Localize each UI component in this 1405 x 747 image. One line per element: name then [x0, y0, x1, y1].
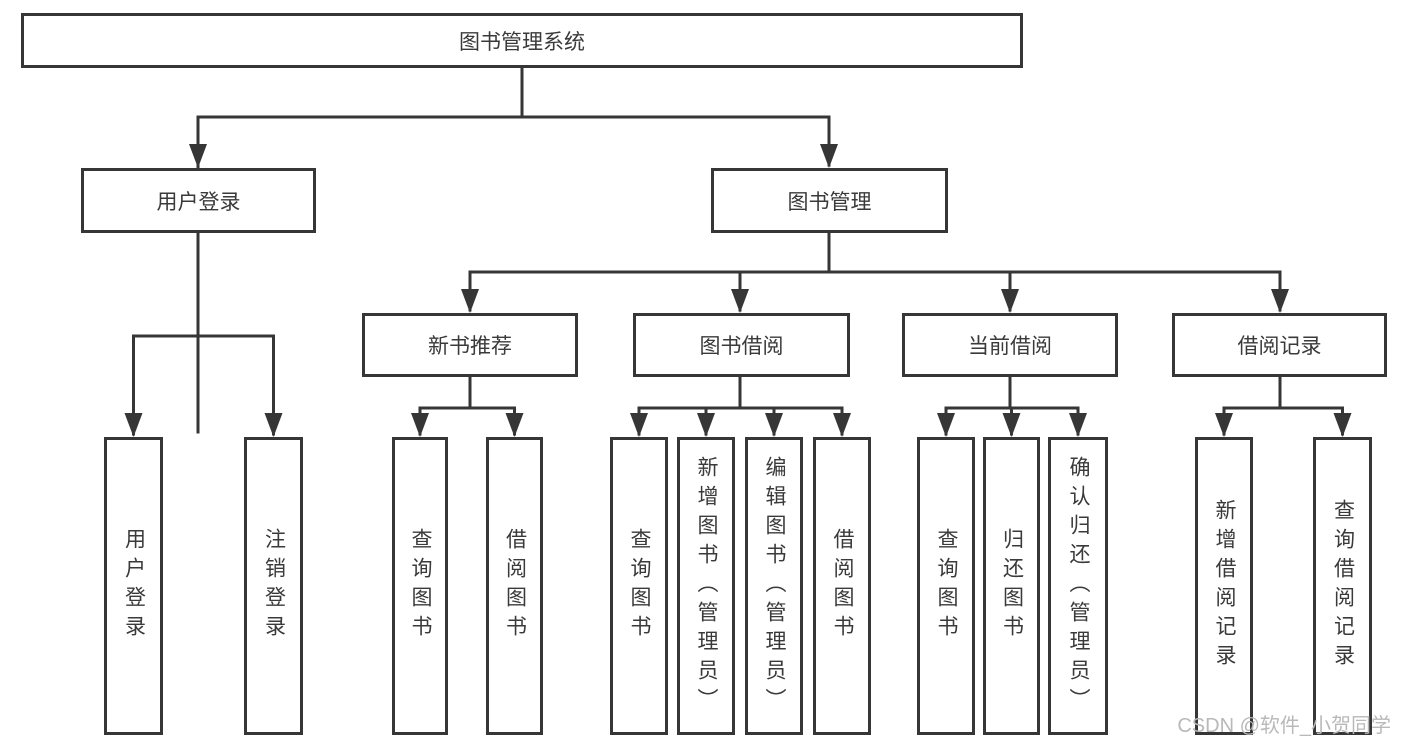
node-book-borrowing-label: 图书借阅	[699, 335, 784, 358]
arrowhead	[264, 413, 283, 437]
node-leaf-edit-book-admin: 编辑图书（管理员）	[745, 437, 803, 735]
node-borrowing-records-label: 借阅记录	[1237, 335, 1322, 358]
arrowhead	[820, 144, 838, 168]
node-borrowing-records: 借阅记录	[1172, 313, 1387, 377]
arrowhead	[765, 413, 783, 437]
connector-user-login-to-leaves	[132, 231, 275, 436]
node-leaf-user-login: 用户登录	[104, 437, 163, 735]
node-leaf-query-borrow-record-label: 查询借阅记录	[1331, 499, 1355, 673]
arrowhead	[1069, 413, 1087, 437]
arrowhead	[1215, 413, 1233, 437]
connector-book-borrow-to-leaves	[637, 375, 844, 436]
csdn-watermark: CSDN @软件_小贺同学	[1177, 715, 1391, 737]
node-new-book-recommendation: 新书推荐	[362, 313, 578, 377]
node-leaf-confirm-return-admin: 确认归还（管理员）	[1048, 437, 1108, 735]
arrowhead	[1333, 413, 1352, 437]
node-root: 图书管理系统	[21, 13, 1023, 68]
connector-book-management-to-level3	[468, 231, 1282, 312]
node-leaf-query-books-1: 查询图书	[392, 437, 448, 735]
arrowhead	[1271, 289, 1289, 313]
arrowhead	[124, 413, 143, 437]
arrowhead	[1001, 289, 1019, 313]
arrowhead	[1002, 413, 1021, 437]
node-leaf-query-books-1-label: 查询图书	[409, 528, 432, 644]
node-current-borrowing-label: 当前借阅	[968, 335, 1052, 358]
node-leaf-add-borrow-record-label: 新增借阅记录	[1213, 499, 1236, 673]
node-leaf-query-books-2-label: 查询图书	[628, 528, 651, 644]
node-leaf-edit-book-admin-label: 编辑图书（管理员）	[763, 455, 786, 717]
node-leaf-borrow-book-2-label: 借阅图书	[831, 528, 854, 644]
node-leaf-query-books-3: 查询图书	[917, 437, 975, 735]
node-leaf-add-borrow-record: 新增借阅记录	[1195, 437, 1253, 735]
node-leaf-logout: 注销登录	[244, 437, 303, 735]
node-leaf-logout-label: 注销登录	[262, 528, 286, 644]
connector-root-to-level2	[196, 66, 831, 434]
node-book-borrowing: 图书借阅	[633, 313, 850, 377]
arrowhead	[189, 144, 207, 168]
node-leaf-borrow-book-2: 借阅图书	[813, 437, 871, 735]
arrowhead	[697, 413, 715, 437]
arrowheads	[124, 144, 1352, 437]
node-leaf-add-book-admin: 新增图书（管理员）	[677, 437, 735, 735]
node-new-book-recommendation-label: 新书推荐	[428, 335, 512, 358]
node-leaf-borrow-book-1: 借阅图书	[486, 437, 543, 735]
arrowhead	[833, 413, 851, 437]
arrowhead	[731, 289, 749, 313]
node-leaf-confirm-return-admin-label: 确认归还（管理员）	[1067, 455, 1090, 717]
arrowhead	[411, 413, 429, 437]
node-leaf-return-book-label: 归还图书	[1000, 528, 1024, 644]
arrowhead	[461, 289, 479, 313]
node-book-management: 图书管理	[711, 168, 948, 233]
arrowhead	[937, 413, 955, 437]
node-leaf-user-login-label: 用户登录	[122, 528, 146, 644]
node-user-login-label: 用户登录	[156, 190, 241, 214]
node-user-login: 用户登录	[81, 168, 316, 233]
node-leaf-query-books-2: 查询图书	[610, 437, 668, 735]
arrowhead	[505, 413, 524, 437]
node-leaf-borrow-book-1-label: 借阅图书	[503, 528, 527, 644]
node-leaf-return-book: 归还图书	[983, 437, 1040, 735]
node-book-management-label: 图书管理	[787, 190, 872, 214]
node-leaf-query-books-3-label: 查询图书	[935, 528, 958, 644]
arrowhead	[630, 413, 648, 437]
node-leaf-add-book-admin-label: 新增图书（管理员）	[695, 455, 718, 717]
node-current-borrowing: 当前借阅	[902, 313, 1118, 377]
node-leaf-query-borrow-record: 查询借阅记录	[1313, 437, 1372, 735]
node-root-label: 图书管理系统	[459, 30, 585, 54]
connector-new-book-to-leaves	[418, 375, 516, 436]
connector-records-to-leaves	[1222, 375, 1344, 436]
